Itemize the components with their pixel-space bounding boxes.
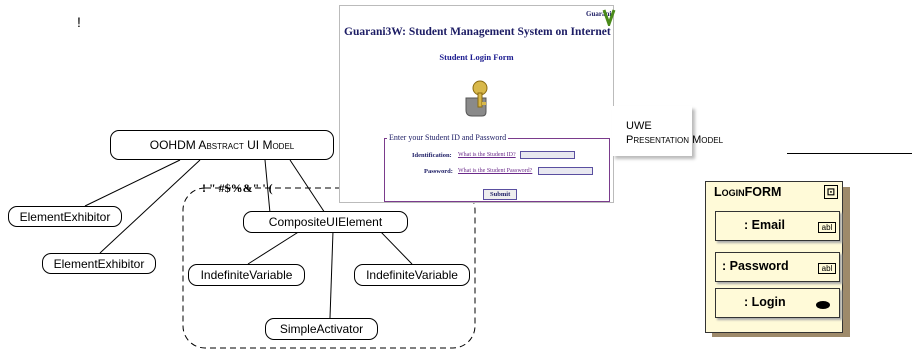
simple-activator-node: SimpleActivator xyxy=(265,318,378,340)
login-button-item: : Login xyxy=(715,288,840,318)
stray-glyph: ! xyxy=(77,14,81,30)
password-field-item: : Password abl xyxy=(715,252,840,282)
element-exhibitor-node: ElementExhibitor xyxy=(8,206,122,227)
text-input-icon: abl xyxy=(818,222,836,233)
password-input[interactable] xyxy=(538,167,593,175)
composite-group-dashed xyxy=(182,187,476,349)
presentation-model-label: Presentation Model xyxy=(626,134,724,146)
form-title: LoginFORM xyxy=(714,185,782,199)
submit-button[interactable]: Submit xyxy=(483,189,518,200)
guarani-logo: Guarani xyxy=(586,10,612,18)
login-page-screenshot: Guarani3W: Student Management System on … xyxy=(339,5,616,203)
composite-ui-element-node: CompositeUIElement xyxy=(243,211,408,233)
id-help-link[interactable]: What is the Student ID? xyxy=(458,152,516,158)
oohdm-model-node: OOHDM Abstract UI Model xyxy=(110,130,334,160)
uwe-label-card xyxy=(612,106,692,156)
login-form-model: LoginFORM ⊡ : Email abl : Password abl :… xyxy=(705,181,843,333)
indefinite-variable-node: IndefiniteVariable xyxy=(354,264,470,286)
password-label: Password: xyxy=(424,168,453,175)
divider-line xyxy=(787,153,912,154)
id-input[interactable] xyxy=(520,151,575,159)
key-puzzle-icon xyxy=(465,80,488,117)
email-field-label: : Email xyxy=(744,218,785,232)
password-field-label: : Password xyxy=(722,259,789,273)
element-exhibitor-node: ElementExhibitor xyxy=(42,253,156,274)
login-field-label: : Login xyxy=(744,295,786,309)
uwe-label: UWE xyxy=(626,120,652,132)
email-field-item: : Email abl xyxy=(715,211,840,241)
screenshot-subtitle: Student Login Form xyxy=(439,52,514,62)
presentation-class-icon: ⊡ xyxy=(824,185,838,199)
guarani-logo-icon xyxy=(602,9,616,26)
id-label: Identification: xyxy=(412,152,452,159)
fieldset-legend: Enter your Student ID and Password xyxy=(387,133,509,142)
text-input-icon: abl xyxy=(818,263,836,274)
button-oval-icon xyxy=(816,301,830,309)
screenshot-title: Guarani3W: Student Management System on … xyxy=(344,26,611,38)
indefinite-variable-node: IndefiniteVariable xyxy=(188,264,305,286)
password-help-link[interactable]: What is the Student Password? xyxy=(458,168,533,174)
mid-glyphs: ! " #$%&" ' ( xyxy=(202,181,273,195)
